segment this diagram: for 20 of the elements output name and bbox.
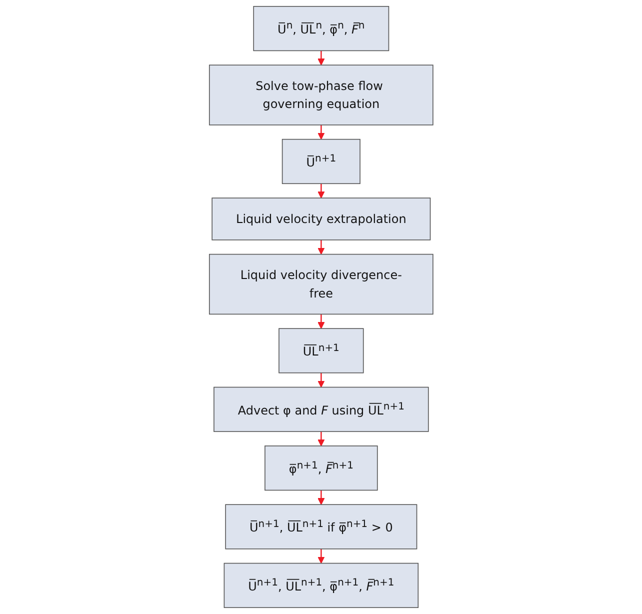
node-box [224,562,418,608]
arrow [317,490,324,505]
node-box [208,254,434,315]
node-box [213,386,429,432]
arrow [317,184,324,198]
node-box [253,6,389,52]
node-box [212,198,430,240]
flowchart: U̅$^{n}$, U̅L̅$^{n}$, φ̅$^{n}$, F̅$^{n}$ Solve tow-phase flow governing equation U̅$^{n+1}$ Liquid velocity extrapolation Liquid velocity divergence-free U̅L̅$^{n+1}$ Advect φ and F using U̅L̅$^{n+1}$ φ̅$^{n+1}$, F̅$^{n+1}$ U̅$^{n+1}$, U̅L̅$^{n+1}$ if φ̅$^{n+1}$ > 0 U̅$^{n+1}$, U̅L̅$^{n+1}$, φ̅$^{n+1}$, F̅$^{n+1}$ [202,0,440,614]
arrow [317,50,324,66]
node-box [208,64,434,126]
node-box [282,138,360,184]
node-box [224,504,417,550]
arrow [317,548,324,564]
arrow [317,240,324,255]
arrow [317,314,324,329]
arrow [317,372,324,388]
arrow [317,124,324,140]
arrow [317,432,324,446]
node-box [264,446,378,491]
node-box [278,328,364,374]
